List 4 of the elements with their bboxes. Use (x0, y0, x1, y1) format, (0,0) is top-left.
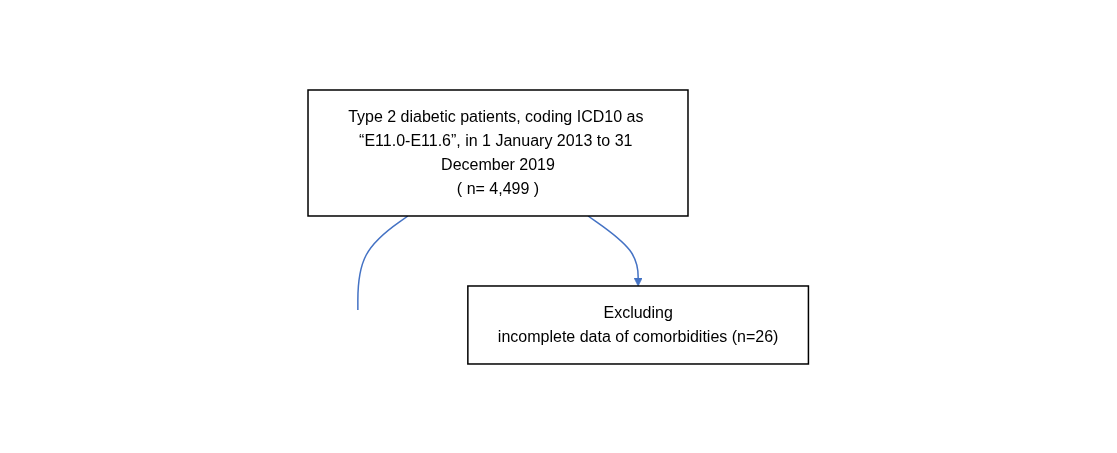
node-box: Type 2 diabetic patients, coding ICD10 as “E11.0-E11.6”, in 1 January 2013 to 31 December 2019 ( n= 4,499 ) (307, 88, 689, 217)
arrow (587, 214, 643, 286)
connector (357, 214, 409, 311)
node-box: Excluding incomplete data of comorbidities (n=26) (467, 284, 810, 365)
